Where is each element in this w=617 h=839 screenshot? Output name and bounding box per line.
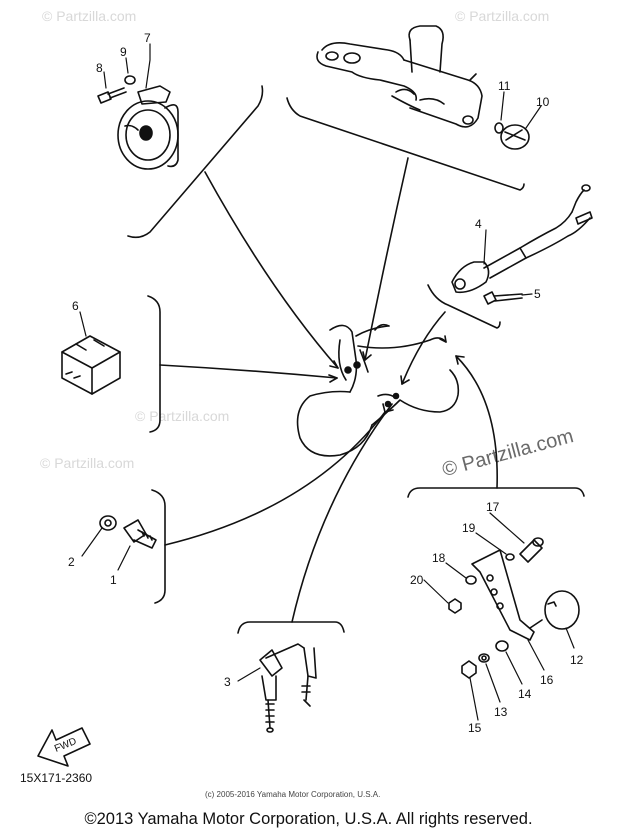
watermark-mid-left: © Partzilla.com — [40, 455, 135, 471]
callout-1: 1 — [110, 573, 117, 587]
callout-9: 9 — [120, 45, 127, 59]
relay-part-6 — [61, 335, 121, 395]
disc-part-12 — [544, 590, 580, 630]
callout-14: 14 — [518, 687, 532, 701]
horn-part-7 — [117, 85, 179, 170]
watermark-mid-center: © Partzilla.com — [135, 408, 230, 424]
washer-part-14 — [495, 640, 509, 652]
handlebar-switch — [316, 25, 483, 128]
fwd-arrow: FWD — [37, 727, 91, 767]
footer-copyright: ©2013 Yamaha Motor Corporation, U.S.A. A… — [84, 810, 533, 828]
plug-cap-part-3 — [259, 643, 317, 733]
callout-12: 12 — [570, 653, 584, 667]
sensor-part-4 — [451, 184, 593, 294]
leader-switch — [364, 157, 409, 361]
leader-bolt — [164, 411, 386, 546]
wiring-harness — [296, 323, 460, 457]
callout-7: 7 — [144, 31, 151, 45]
bolt-part-5 — [483, 291, 523, 305]
callout-4: 4 — [475, 217, 482, 231]
callout-17: 17 — [486, 500, 500, 514]
watermark-top-left: © Partzilla.com — [42, 8, 137, 24]
bracket-bolt — [151, 489, 166, 604]
washer-part-19 — [505, 553, 515, 561]
bolt-part-17 — [519, 537, 544, 563]
callout-15: 15 — [468, 721, 482, 735]
bracket-bracket-assembly — [407, 487, 585, 498]
bracket-relay — [147, 295, 161, 433]
callout-10: 10 — [536, 95, 550, 109]
nut-part-20 — [448, 598, 462, 614]
bracket-horn — [127, 85, 264, 239]
bolt-part-8 — [97, 87, 127, 104]
callout-5: 5 — [534, 287, 541, 301]
nut-part-15 — [461, 660, 477, 679]
bolt-part-1 — [123, 519, 157, 549]
bracket-sensor — [427, 284, 501, 329]
bracket-assembly — [471, 549, 543, 641]
grommet-part-11 — [494, 122, 504, 134]
callout-18: 18 — [432, 551, 446, 565]
leader-horn — [204, 171, 339, 369]
callout-2: 2 — [68, 555, 75, 569]
washer-part-2 — [99, 515, 117, 531]
washer-part-18 — [465, 575, 477, 585]
bracket-switch — [286, 97, 525, 191]
callout-8: 8 — [96, 61, 103, 75]
callout-16: 16 — [540, 673, 554, 687]
callout-3: 3 — [224, 675, 231, 689]
bracket-plug — [237, 621, 345, 634]
leader-plug — [291, 403, 393, 623]
cap-part-10 — [500, 124, 530, 150]
leader-bracket — [455, 355, 498, 489]
small-copyright: (c) 2005-2016 Yamaha Motor Corporation, … — [205, 790, 381, 799]
callout-19: 19 — [462, 521, 476, 535]
callout-11: 11 — [498, 79, 511, 93]
part-code: 15X171-2360 — [20, 771, 93, 785]
leader-relay — [159, 364, 338, 379]
washer-part-13 — [478, 653, 490, 663]
callout-13: 13 — [494, 705, 508, 719]
watermark-top-right: © Partzilla.com — [455, 8, 550, 24]
callout-20: 20 — [410, 573, 424, 587]
callout-6: 6 — [72, 299, 79, 313]
leader-sensor — [401, 311, 446, 385]
washer-part-9 — [124, 75, 136, 85]
